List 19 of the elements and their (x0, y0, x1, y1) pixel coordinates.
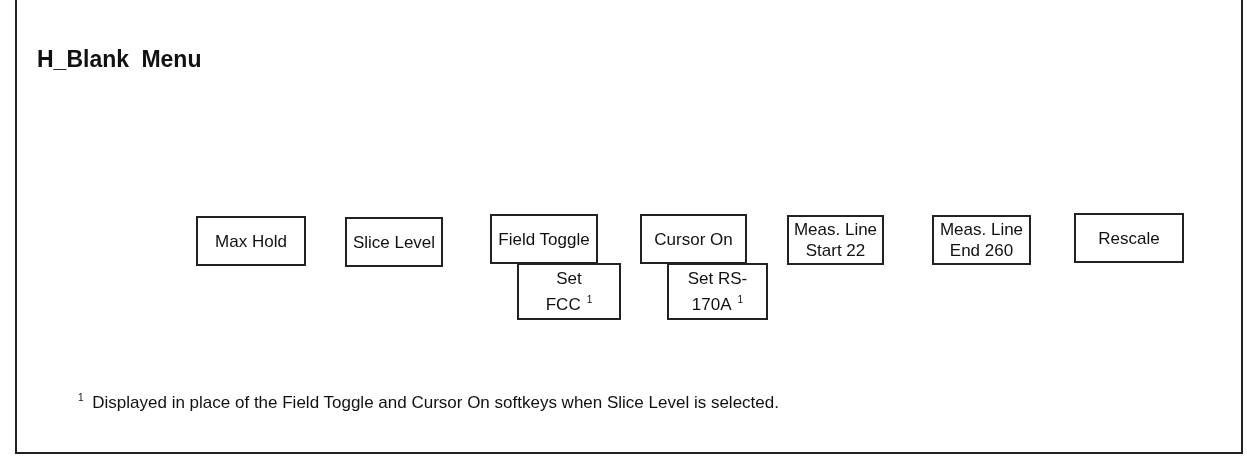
softkey-label: Max Hold (215, 230, 287, 252)
softkey-label: Set FCC$^{1}$ (544, 268, 594, 315)
softkey-label: Cursor On (654, 228, 733, 250)
softkey-label: Meas. Line End 260 (938, 219, 1025, 261)
softkey-box (640, 214, 747, 264)
menu-title: H_Blank Menu (37, 46, 202, 73)
softkey-box (517, 263, 621, 320)
softkey-box (196, 216, 306, 266)
softkey-box (345, 217, 443, 267)
softkey-label: Meas. Line Start 22 (792, 219, 879, 261)
softkey-box (932, 215, 1031, 265)
softkey-label: Slice Level (352, 231, 436, 253)
softkey-box (1074, 213, 1184, 263)
softkey-label: Field Toggle (498, 228, 590, 250)
softkey-box (490, 214, 598, 264)
footnote-text: $^{1}$ Displayed in place of the Field Toggle and Cursor On softkeys when Slice Level is selected. (78, 392, 779, 413)
softkey-label: Set RS-170A$^{1}$ (686, 268, 749, 315)
softkey-label: Rescale (1098, 227, 1160, 249)
softkey-box (667, 263, 768, 320)
